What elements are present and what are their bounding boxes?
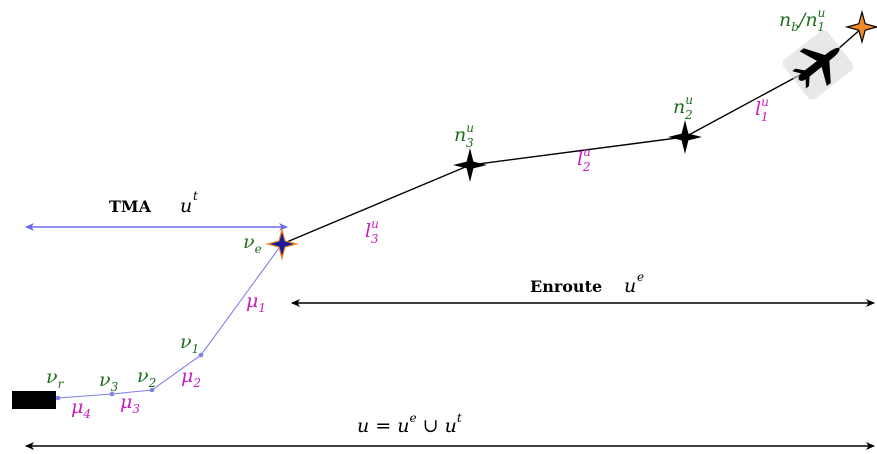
node-label-v1: ν1 xyxy=(180,331,199,356)
four-point-star-icon xyxy=(453,148,487,182)
enroute-label: Enroute xyxy=(530,277,602,296)
union-label: u = ue ∪ ut xyxy=(357,411,462,437)
link-label-mu3: μ3 xyxy=(120,391,140,416)
enroute-route xyxy=(281,27,863,245)
tma-route xyxy=(57,243,283,399)
tma-label: TMA xyxy=(109,197,152,216)
node-label-v2: ν2 xyxy=(137,365,156,390)
tma-var-sup: t xyxy=(193,189,198,203)
link-label-mu1: μ1 xyxy=(246,290,266,315)
link-label-mu2: μ2 xyxy=(181,365,201,390)
tma-waypoints xyxy=(55,352,204,401)
destination-star xyxy=(844,9,877,45)
node-label-ve: νe xyxy=(243,231,262,256)
enroute-var: u xyxy=(624,275,636,297)
aircraft-icon xyxy=(782,30,854,100)
entry-waypoint-star xyxy=(265,227,299,261)
four-point-star-icon xyxy=(668,120,702,154)
node-label-vr: νr xyxy=(46,366,65,391)
tma-var: u xyxy=(180,195,192,217)
enroute-var-sup: e xyxy=(637,270,644,284)
node-label-v3: ν3 xyxy=(99,369,119,394)
link-label-mu4: μ4 xyxy=(71,396,91,421)
runway-icon xyxy=(12,391,56,409)
